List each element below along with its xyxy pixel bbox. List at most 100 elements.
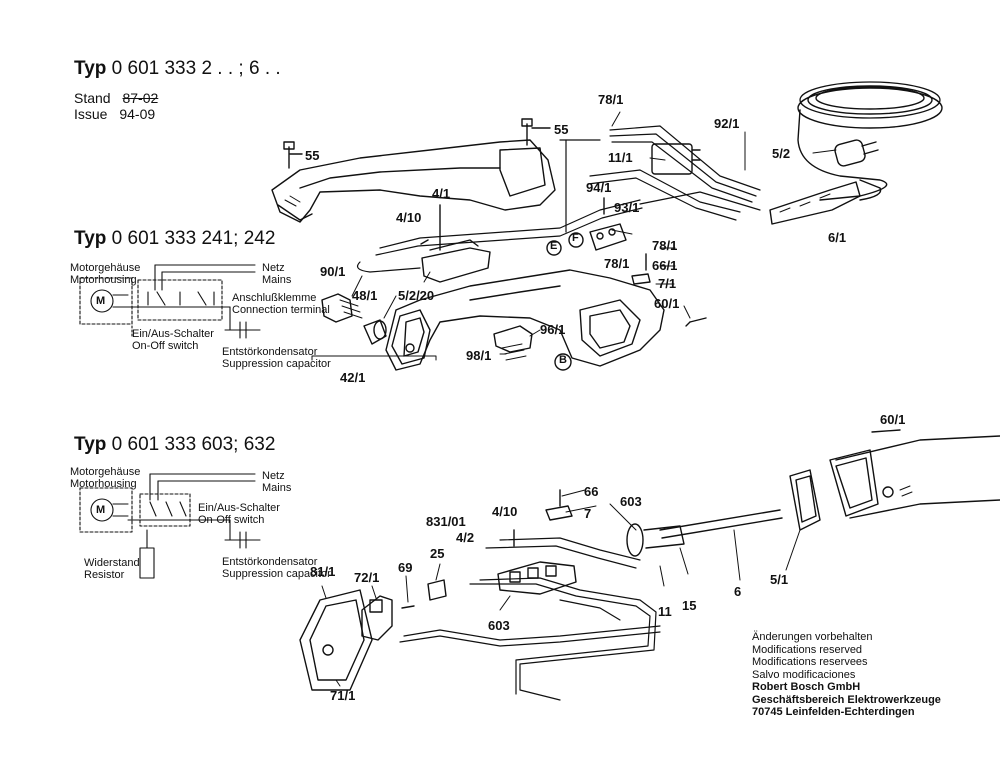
stand-line: Stand 87-02 [74,90,158,106]
resistor-en: Resistor [84,569,125,581]
issue-value: 94-09 [119,106,156,122]
switch-en: On-Off switch [198,514,265,526]
resistor-de: Widerstand [84,557,140,569]
part-label-7-1: 7/1 [658,276,677,291]
part-label-55a: 55 [305,148,320,163]
wiring-diagram-2 [79,473,261,579]
label-switch-2: Ein/Aus-Schalter On-Off switch [198,502,280,526]
part-label-98-1: 98/1 [466,348,492,363]
plug-5-2 [834,139,879,167]
part-label-55b: 55 [554,122,569,137]
footer-division: Geschäftsbereich Elektrowerkzeuge [752,693,941,706]
motor-symbol-label-2: M [96,504,106,516]
stand-label: Stand [74,90,111,106]
part-label-96-1: 96/1 [540,322,566,337]
capacitor-de: Entstörkondensator [222,346,318,358]
type-word: Typ [74,58,107,79]
label-terminal-1: Anschlußklemme Connection terminal [232,292,330,316]
screw-60-1-bottom [871,429,901,433]
terminal-de: Anschlußklemme [232,292,317,304]
part-label-7: 7 [584,506,592,521]
part-label-94-1: 94/1 [586,180,612,195]
motor-de: Motorgehäuse [70,466,141,478]
part-label-831-01: 831/01 [426,514,466,529]
part-label-4-1: 4/1 [432,186,451,201]
footer-line-4: Salvo modificaciones [752,668,856,681]
wire-harness-bottom [399,537,661,701]
lower-handle-housing [385,269,665,371]
capacitor-en: Suppression capacitor [222,568,331,580]
power-cord [797,81,943,201]
motor-symbol-1 [90,289,114,313]
type-number: 0 601 333 603; 632 [111,434,276,455]
label-resistor-2: Widerstand Resistor [84,557,140,581]
motor-housing-tube [829,435,1000,519]
type-number: 0 601 333 2 . . ; 6 . . [111,58,281,79]
footer-notice: Änderungen vorbehalten Modifications res… [752,631,941,719]
issue-line: Issue 94-09 [74,106,155,122]
footer-line-2: Modifications reserved [752,643,863,656]
type-heading-section1: Typ 0 601 333 241; 242 [74,228,275,250]
mains-en: Mains [262,482,292,494]
motor-symbol-2 [90,498,114,522]
part-label-11-1: 11/1 [608,150,633,165]
screw-55a [283,141,303,169]
label-mains-2: Netz Mains [262,470,291,494]
type-word: Typ [74,434,107,455]
terminal-block-93-1 [589,223,627,251]
motor-de: Motorgehäuse [70,262,141,274]
part-label-4-2: 4/2 [456,530,475,545]
footer-line-1: Änderungen vorbehalten [752,631,873,643]
part-label-93-1: 93/1 [614,200,640,215]
upper-handle-housing [271,139,556,223]
part-label-90-1: 90/1 [320,264,346,279]
switch-block [497,561,577,595]
spring-98-1 [501,343,527,361]
motor-en: Motorhousing [70,478,137,490]
motor-symbol-label-1: M [96,295,106,307]
label-capacitor-1: Entstörkondensator Suppression capacitor [222,346,331,370]
capacitor-de: Entstörkondensator [222,556,318,568]
part-label-81-1: 81/1 [310,564,336,579]
bushing-48-1 [363,319,387,345]
part-label-6-1: 6/1 [828,230,847,245]
issue-label: Issue [74,106,108,122]
housing-71-1 [299,589,373,691]
type-number: 0 601 333 241; 242 [111,228,276,249]
part-label-78-1b: 78/1 [652,238,678,253]
part-label-60-1-top: 60/1 [654,296,680,311]
label-motor-housing-2: Motorgehäuse Motorhousing [70,466,140,490]
footer-address: 70745 Leinfelden-Echterdingen [752,706,915,718]
screw-60-1-top [689,317,707,323]
part-label-603a: 603 [620,494,642,509]
part-label-66: 66 [584,484,599,499]
clamp-7-1 [631,273,651,285]
part-label-6: 6 [734,584,742,599]
part-25 [427,579,447,601]
label-capacitor-2: Entstörkondensator Suppression capacitor [222,556,331,580]
footer-line-3: Modifications reservees [752,656,868,668]
part-label-78-1a: 78/1 [598,92,624,107]
ring-F [568,232,584,248]
screw-55b [521,118,551,146]
ring-B [554,353,572,371]
capacitor-11-1 [651,143,701,175]
type-heading-main: Typ 0 601 333 2 . . ; 6 . . [74,58,281,80]
bracket-42-1 [311,355,437,361]
part-label-5-2-20: 5/2/20 [398,288,435,303]
mains-en: Mains [262,274,292,286]
switch-de: Ein/Aus-Schalter [198,502,280,514]
part-label-69: 69 [398,560,413,575]
part-label-11: 11 [658,604,672,619]
ring-E [546,240,562,256]
leader-lines [321,111,837,687]
wiring-diagram-1 [79,264,261,339]
part-label-5-1: 5/1 [770,572,789,587]
switch-en: On-Off switch [132,340,199,352]
part-label-78-1c: 78/1 [604,256,630,271]
part-label-66-1: 66/1 [652,258,678,273]
part-label-4-10: 4/10 [492,504,518,519]
cable-sleeve-6-1 [769,181,861,225]
part-label-4-10: 4/10 [396,210,422,225]
